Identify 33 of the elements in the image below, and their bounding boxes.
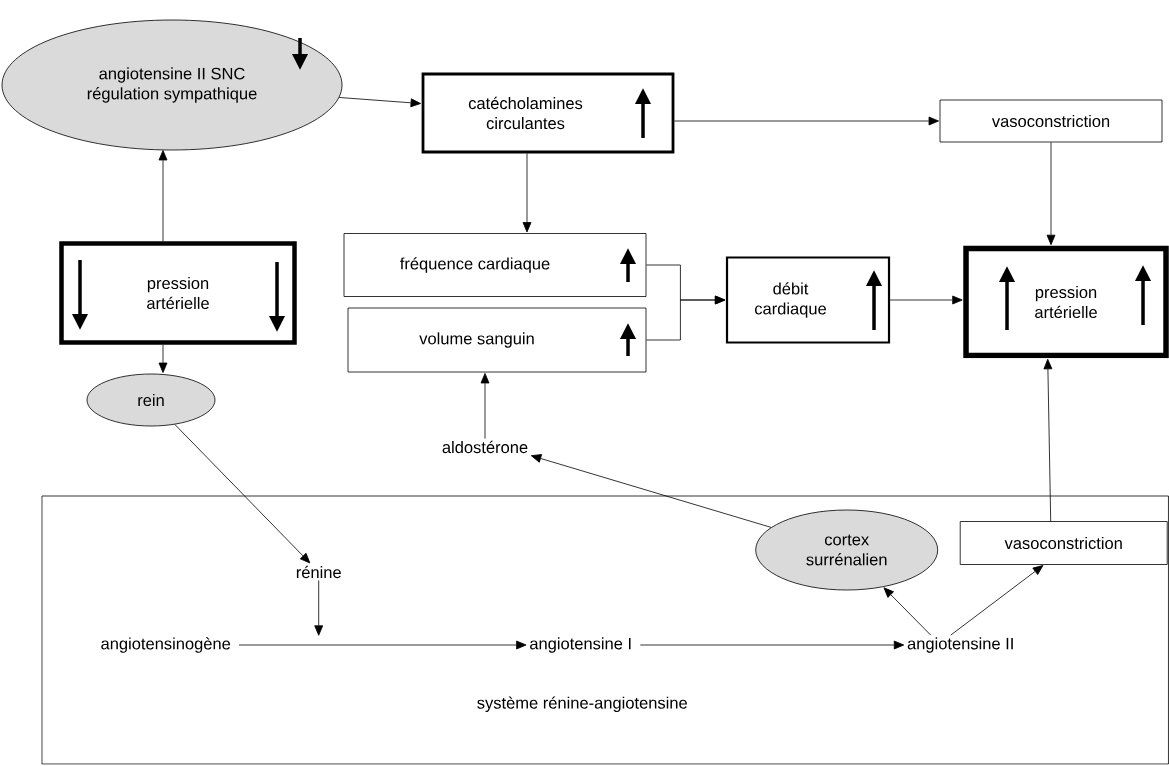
ellipse-node: angiotensine II SNC régulation sympathique: [1, 19, 343, 151]
process-box: pression artérielle: [59, 241, 297, 345]
process-box: catécholamines circulantes: [421, 72, 675, 154]
arrow: [158, 150, 168, 242]
arrow: [950, 565, 1044, 636]
arrow: [1043, 358, 1053, 522]
ellipse-node: rein: [86, 373, 216, 427]
process-box: fréquence cardiaque: [343, 233, 647, 297]
node-label: aldostérone: [442, 440, 528, 454]
node-label: angiotensine I: [530, 637, 631, 653]
arrow: [174, 424, 311, 564]
process-box: débit cardiaque: [725, 256, 891, 344]
arrow: [522, 153, 532, 233]
arrow: [314, 579, 324, 636]
arrow: [530, 454, 772, 528]
arrow: [238, 640, 527, 650]
arrow: [889, 295, 963, 305]
ellipse-node: cortex surrénalien: [755, 509, 939, 591]
arrow: [674, 116, 939, 126]
arrow: [338, 97, 421, 108]
node-label: angiotensine II: [907, 637, 1013, 653]
process-box: vasoconstriction: [939, 99, 1163, 143]
arrow: [883, 587, 932, 636]
process-box: vasoconstriction: [959, 521, 1168, 565]
arrow: [1046, 142, 1056, 246]
arrow: [646, 295, 726, 341]
process-box: pression artérielle: [963, 245, 1169, 359]
node-label: angiotensinogène: [101, 637, 231, 653]
process-box: volume sanguin: [347, 307, 647, 373]
arrow: [158, 344, 168, 373]
arrow: [480, 373, 490, 440]
node-label: rénine: [296, 565, 341, 579]
arrow: [639, 640, 905, 650]
